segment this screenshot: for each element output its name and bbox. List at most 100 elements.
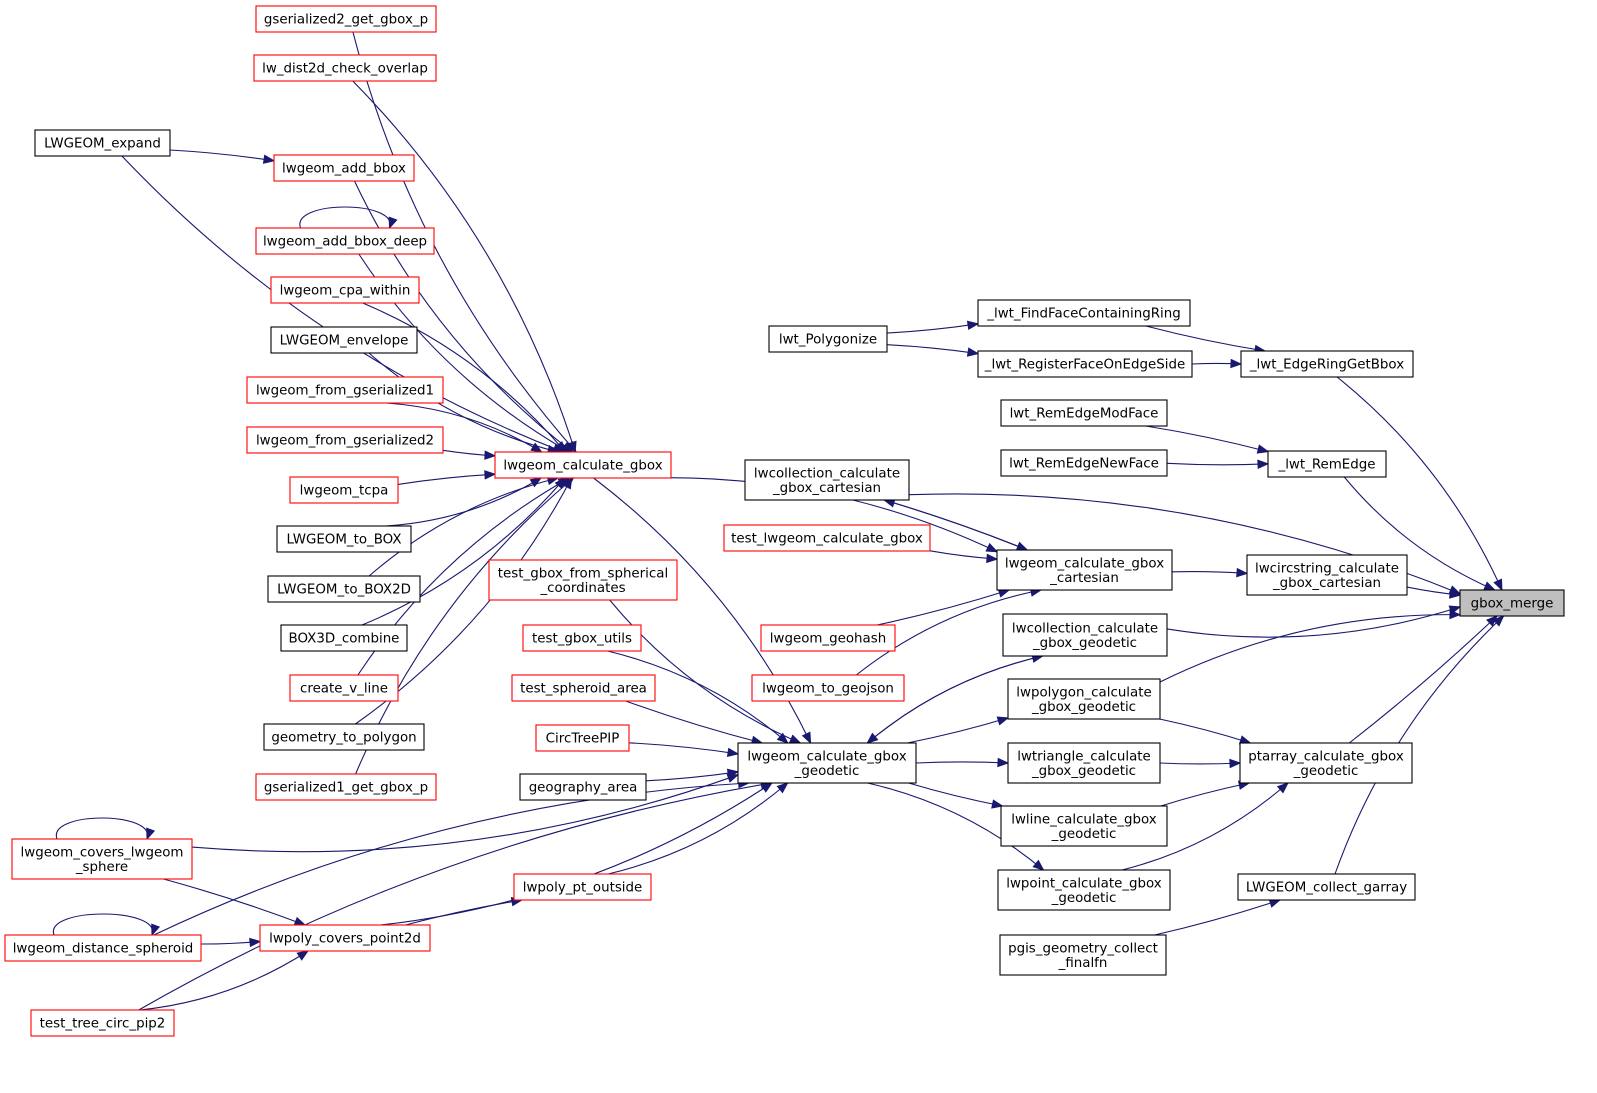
node-lwgeom_to_geojson[interactable]: lwgeom_to_geojson [751,674,905,702]
node-box[interactable] [255,227,435,255]
node-box[interactable] [494,451,672,479]
node-box[interactable] [535,724,630,752]
node-lwt_RemEdgeModFace[interactable]: lwt_RemEdgeModFace [1000,399,1168,427]
node-box[interactable] [255,773,437,801]
node-box[interactable] [977,350,1193,378]
node-box[interactable] [522,624,642,652]
node-box[interactable] [744,459,910,501]
node-lwtriangle_calculate_gbox_geodetic[interactable]: lwtriangle_calculate_gbox_geodetic [1007,742,1161,784]
node-LWGEOM_collect_garray[interactable]: LWGEOM_collect_garray [1237,873,1416,901]
node-box[interactable] [30,1009,175,1037]
node-lwgeom_from_gserialized2[interactable]: lwgeom_from_gserialized2 [246,426,444,454]
node-box[interactable] [977,299,1191,327]
node-lwpoly_pt_outside[interactable]: lwpoly_pt_outside [513,873,652,901]
node-box[interactable] [1000,449,1168,477]
node-box[interactable] [267,575,421,603]
node-lwt_RemEdge[interactable]: _lwt_RemEdge [1267,450,1387,478]
node-box[interactable] [276,525,412,553]
node-lwt_Polygonize[interactable]: lwt_Polygonize [768,325,888,353]
node-box[interactable] [513,873,652,901]
node-test_lwgeom_calculate_gbox[interactable]: test_lwgeom_calculate_gbox [723,524,931,552]
node-box[interactable] [1459,589,1565,617]
node-box[interactable] [246,426,444,454]
node-box[interactable] [270,326,418,354]
node-box[interactable] [263,723,425,751]
node-box[interactable] [1237,873,1416,901]
node-box[interactable] [34,129,171,157]
node-box[interactable] [11,838,193,880]
node-box[interactable] [723,524,931,552]
node-box[interactable] [1240,350,1414,378]
node-lwgeom_covers_lwgeom_sphere[interactable]: lwgeom_covers_lwgeom_sphere [11,838,193,880]
node-box[interactable] [1000,805,1168,847]
node-lwline_calculate_gbox_geodetic[interactable]: lwline_calculate_gbox_geodetic [1000,805,1168,847]
node-box[interactable] [488,559,678,601]
node-geometry_to_polygon[interactable]: geometry_to_polygon [263,723,425,751]
node-box[interactable] [289,674,399,702]
node-lwgeom_tcpa[interactable]: lwgeom_tcpa [289,476,399,504]
node-lwgeom_distance_spheroid[interactable]: lwgeom_distance_spheroid [4,934,202,962]
node-lwgeom_calculate_gbox[interactable]: lwgeom_calculate_gbox [494,451,672,479]
node-lw_dist2d_check_overlap[interactable]: lw_dist2d_check_overlap [253,54,437,82]
node-test_tree_circ_pip2[interactable]: test_tree_circ_pip2 [30,1009,175,1037]
node-box[interactable] [751,674,905,702]
node-lwt_RemEdgeNewFace[interactable]: lwt_RemEdgeNewFace [1000,449,1168,477]
node-ptarray_calculate_gbox_geodetic[interactable]: ptarray_calculate_gbox_geodetic [1239,742,1413,784]
node-box[interactable] [511,674,656,702]
node-test_gbox_utils[interactable]: test_gbox_utils [522,624,642,652]
node-geography_area[interactable]: geography_area [519,773,647,801]
node-LWGEOM_to_BOX2D[interactable]: LWGEOM_to_BOX2D [267,575,421,603]
node-box[interactable] [289,476,399,504]
node-box[interactable] [1007,742,1161,784]
node-box[interactable] [737,742,917,784]
node-box[interactable] [519,773,647,801]
node-lwgeom_cpa_within[interactable]: lwgeom_cpa_within [270,276,420,304]
node-box[interactable] [1267,450,1387,478]
node-create_v_line[interactable]: create_v_line [289,674,399,702]
node-lwcollection_calculate_gbox_geodetic[interactable]: lwcollection_calculate_gbox_geodetic [1002,613,1168,657]
node-lwgeom_add_bbox[interactable]: lwgeom_add_bbox [273,154,415,182]
node-lwpolygon_calculate_gbox_geodetic[interactable]: lwpolygon_calculate_gbox_geodetic [1007,678,1161,720]
node-box[interactable] [273,154,415,182]
node-box[interactable] [1002,613,1168,657]
node-lwcollection_calculate_gbox_cartesian[interactable]: lwcollection_calculate_gbox_cartesian [744,459,910,501]
node-gserialized1_get_gbox_p[interactable]: gserialized1_get_gbox_p [255,773,437,801]
node-box[interactable] [1246,554,1408,596]
node-box[interactable] [246,376,444,404]
node-box[interactable] [760,624,896,652]
node-gserialized2_get_gbox_p[interactable]: gserialized2_get_gbox_p [255,5,437,33]
node-box[interactable] [996,549,1173,591]
node-box[interactable] [270,276,420,304]
node-LWGEOM_envelope[interactable]: LWGEOM_envelope [270,326,418,354]
node-gbox_merge[interactable]: gbox_merge [1459,589,1565,617]
node-LWGEOM_expand[interactable]: LWGEOM_expand [34,129,171,157]
node-lwgeom_calculate_gbox_geodetic[interactable]: lwgeom_calculate_gbox_geodetic [737,742,917,784]
node-lwcircstring_calculate_gbox_cartesian[interactable]: lwcircstring_calculate_gbox_cartesian [1246,554,1408,596]
node-test_spheroid_area[interactable]: test_spheroid_area [511,674,656,702]
node-lwt_RegisterFaceOnEdgeSide[interactable]: _lwt_RegisterFaceOnEdgeSide [977,350,1193,378]
node-box[interactable] [255,5,437,33]
node-box[interactable] [280,624,408,652]
node-lwgeom_add_bbox_deep[interactable]: lwgeom_add_bbox_deep [255,227,435,255]
node-box[interactable] [1007,678,1161,720]
node-lwt_EdgeRingGetBbox[interactable]: _lwt_EdgeRingGetBbox [1240,350,1414,378]
node-box[interactable] [997,869,1171,911]
node-lwt_FindFaceContainingRing[interactable]: _lwt_FindFaceContainingRing [977,299,1191,327]
node-box[interactable] [1000,399,1168,427]
node-lwgeom_calculate_gbox_cartesian[interactable]: lwgeom_calculate_gbox_cartesian [996,549,1173,591]
node-box[interactable] [259,924,431,952]
node-lwgeom_geohash[interactable]: lwgeom_geohash [760,624,896,652]
node-LWGEOM_to_BOX[interactable]: LWGEOM_to_BOX [276,525,412,553]
node-CircTreePIP[interactable]: CircTreePIP [535,724,630,752]
node-BOX3D_combine[interactable]: BOX3D_combine [280,624,408,652]
node-lwgeom_from_gserialized1[interactable]: lwgeom_from_gserialized1 [246,376,444,404]
node-lwpoint_calculate_gbox_geodetic[interactable]: lwpoint_calculate_gbox_geodetic [997,869,1171,911]
node-test_gbox_from_spherical_coordinates[interactable]: test_gbox_from_spherical_coordinates [488,559,678,601]
node-lwpoly_covers_point2d[interactable]: lwpoly_covers_point2d [259,924,431,952]
node-pgis_geometry_collect_finalfn[interactable]: pgis_geometry_collect_finalfn [999,934,1167,976]
node-box[interactable] [999,934,1167,976]
node-box[interactable] [4,934,202,962]
node-box[interactable] [1239,742,1413,784]
node-box[interactable] [768,325,888,353]
node-box[interactable] [253,54,437,82]
